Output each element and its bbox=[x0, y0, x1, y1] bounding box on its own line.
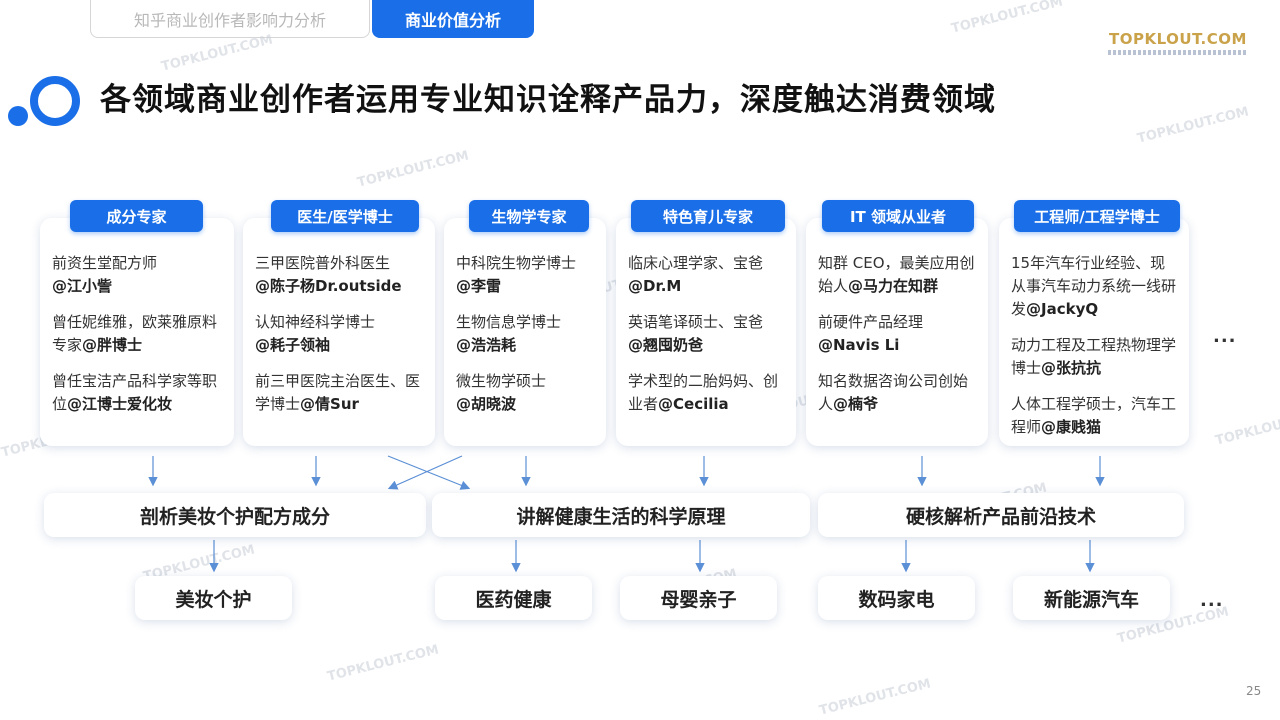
watermark: TOPKLOUT.COM bbox=[159, 32, 275, 75]
expert-desc: 15年汽车行业经验、现从事汽车动力系统一线研发 bbox=[1011, 254, 1177, 318]
expert-handle[interactable]: @JackyQ bbox=[1026, 300, 1099, 318]
topklout-logo: TOPKLOUT.COM bbox=[1108, 30, 1248, 55]
expert-handle[interactable]: @李雷 bbox=[456, 277, 502, 295]
expert-desc: 微生物学硕士 bbox=[456, 372, 547, 390]
expert-desc: 英语笔译硕士、宝爸 bbox=[628, 313, 764, 331]
expert-desc: 知群 CEO，最美应用创始人 bbox=[818, 254, 975, 295]
expert-entry: 认知神经科学博士 @耗子领袖 bbox=[255, 311, 425, 357]
expert-entry: 中科院生物学博士 @李雷 bbox=[456, 252, 596, 298]
expert-entry: 动力工程及工程热物理学博士@张抗抗 bbox=[1011, 334, 1179, 380]
category-tag: 工程师/工程学博士 bbox=[1014, 200, 1180, 232]
field-pill: 新能源汽车 bbox=[1013, 576, 1170, 620]
expert-desc: 前三甲医院主治医生、医学博士 bbox=[255, 372, 421, 413]
expert-handle[interactable]: @浩浩耗 bbox=[456, 336, 517, 354]
expert-desc: 知名数据咨询公司创始人 bbox=[818, 372, 969, 413]
expert-handle[interactable]: @胖博士 bbox=[82, 336, 143, 354]
watermark: TOPKLOUT.COM bbox=[355, 148, 471, 191]
watermark: TOPKLOUT.COM bbox=[949, 0, 1065, 37]
tab-commercial-value[interactable]: 商业价值分析 bbox=[372, 0, 534, 38]
page-number: 25 bbox=[1246, 684, 1262, 698]
expert-entry: 微生物学硕士 @胡晓波 bbox=[456, 370, 596, 416]
category-tag: 特色育儿专家 bbox=[631, 200, 785, 232]
field-pill: 母婴亲子 bbox=[620, 576, 777, 620]
field-pill: 美妆个护 bbox=[135, 576, 292, 620]
theme-bar: 剖析美妆个护配方成分 bbox=[44, 493, 426, 537]
expert-handle[interactable]: @江博士爱化妆 bbox=[67, 395, 173, 413]
expert-desc: 学术型的二胎妈妈、创业者 bbox=[628, 372, 779, 413]
expert-handle[interactable]: @张抗抗 bbox=[1041, 359, 1102, 377]
expert-desc: 动力工程及工程热物理学博士 bbox=[1011, 336, 1177, 377]
watermark: TOPKLOUT.COM bbox=[817, 676, 933, 719]
expert-entry: 曾任宝洁产品科学家等职位@江博士爱化妆 bbox=[52, 370, 224, 416]
expert-handle[interactable]: @马力在知群 bbox=[848, 277, 939, 295]
expert-entry: 15年汽车行业经验、现从事汽车动力系统一线研发@JackyQ bbox=[1011, 252, 1179, 321]
expert-entry: 英语笔译硕士、宝爸 @翘囤奶爸 bbox=[628, 311, 786, 357]
expert-desc: 人体工程学硕士，汽车工程师 bbox=[1011, 395, 1177, 436]
expert-entry: 曾任妮维雅，欧莱雅原料专家@胖博士 bbox=[52, 311, 224, 357]
expert-desc: 生物信息学博士 bbox=[456, 313, 562, 331]
expert-handle[interactable]: @Navis Li bbox=[818, 336, 900, 354]
expert-entry: 前资生堂配方师 @江小訾 bbox=[52, 252, 224, 298]
expert-handle[interactable]: @倩Sur bbox=[300, 395, 359, 413]
expert-desc: 曾任宝洁产品科学家等职位 bbox=[52, 372, 218, 413]
expert-desc: 三甲医院普外科医生 bbox=[255, 254, 391, 272]
expert-entry: 前硬件产品经理 @Navis Li bbox=[818, 311, 978, 357]
expert-handle[interactable]: @陈子杨Dr.outside bbox=[255, 277, 402, 295]
expert-desc: 临床心理学家、宝爸 bbox=[628, 254, 764, 272]
category-card: 前资生堂配方师 @江小訾 曾任妮维雅，欧莱雅原料专家@胖博士 曾任宝洁产品科学家等… bbox=[40, 218, 234, 446]
watermark: TOPKLOUT.COM bbox=[1135, 104, 1251, 147]
expert-handle[interactable]: @Cecilia bbox=[658, 395, 729, 413]
category-card: 知群 CEO，最美应用创始人@马力在知群 前硬件产品经理 @Navis Li 知名… bbox=[806, 218, 988, 446]
expert-entry: 前三甲医院主治医生、医学博士@倩Sur bbox=[255, 370, 425, 416]
category-card: 三甲医院普外科医生 @陈子杨Dr.outside 认知神经科学博士 @耗子领袖 前三… bbox=[243, 218, 435, 446]
field-pill: 医药健康 bbox=[435, 576, 592, 620]
category-card: 临床心理学家、宝爸 @Dr.M 英语笔译硕士、宝爸 @翘囤奶爸 学术型的二胎妈妈、创… bbox=[616, 218, 796, 446]
expert-entry: 生物信息学博士 @浩浩耗 bbox=[456, 311, 596, 357]
category-card: 中科院生物学博士 @李雷 生物信息学博士 @浩浩耗 微生物学硕士 @胡晓波 bbox=[444, 218, 606, 446]
expert-entry: 三甲医院普外科医生 @陈子杨Dr.outside bbox=[255, 252, 425, 298]
theme-bar: 讲解健康生活的科学原理 bbox=[432, 493, 810, 537]
category-tag: IT 领域从业者 bbox=[822, 200, 974, 232]
field-pill: 数码家电 bbox=[818, 576, 975, 620]
category-tag: 医生/医学博士 bbox=[271, 200, 419, 232]
tab-creator-influence[interactable]: 知乎商业创作者影响力分析 bbox=[90, 0, 370, 38]
expert-desc: 认知神经科学博士 bbox=[255, 313, 376, 331]
expert-entry: 临床心理学家、宝爸 @Dr.M bbox=[628, 252, 786, 298]
category-tag: 成分专家 bbox=[70, 200, 203, 232]
watermark: TOPKLOUT.COM bbox=[325, 642, 441, 685]
logo-text: TOPKLOUT.COM bbox=[1109, 30, 1247, 48]
more-fields-ellipsis: ... bbox=[1200, 590, 1224, 611]
expert-entry: 知名数据咨询公司创始人@楠爷 bbox=[818, 370, 978, 416]
logo-tagline-decor bbox=[1108, 50, 1248, 55]
expert-entry: 学术型的二胎妈妈、创业者@Cecilia bbox=[628, 370, 786, 416]
expert-entry: 人体工程学硕士，汽车工程师@康贱猫 bbox=[1011, 393, 1179, 439]
expert-desc: 曾任妮维雅，欧莱雅原料专家 bbox=[52, 313, 218, 354]
expert-handle[interactable]: @胡晓波 bbox=[456, 395, 517, 413]
expert-desc: 前资生堂配方师 bbox=[52, 254, 158, 272]
expert-desc: 前硬件产品经理 bbox=[818, 313, 924, 331]
expert-handle[interactable]: @康贱猫 bbox=[1041, 418, 1102, 436]
expert-handle[interactable]: @楠爷 bbox=[833, 395, 879, 413]
expert-handle[interactable]: @江小訾 bbox=[52, 277, 113, 295]
expert-handle[interactable]: @耗子领袖 bbox=[255, 336, 331, 354]
expert-entry: 知群 CEO，最美应用创始人@马力在知群 bbox=[818, 252, 978, 298]
title-circle-icon bbox=[8, 70, 80, 130]
category-tag: 生物学专家 bbox=[469, 200, 589, 232]
expert-handle[interactable]: @Dr.M bbox=[628, 277, 682, 295]
watermark: TOPKLOUT.COM bbox=[1213, 406, 1280, 449]
more-categories-ellipsis: ... bbox=[1213, 326, 1237, 347]
category-card: 15年汽车行业经验、现从事汽车动力系统一线研发@JackyQ 动力工程及工程热物… bbox=[999, 218, 1189, 446]
expert-handle[interactable]: @翘囤奶爸 bbox=[628, 336, 704, 354]
page-title: 各领域商业创作者运用专业知识诠释产品力，深度触达消费领域 bbox=[100, 82, 996, 118]
theme-bar: 硬核解析产品前沿技术 bbox=[818, 493, 1184, 537]
expert-desc: 中科院生物学博士 bbox=[456, 254, 577, 272]
